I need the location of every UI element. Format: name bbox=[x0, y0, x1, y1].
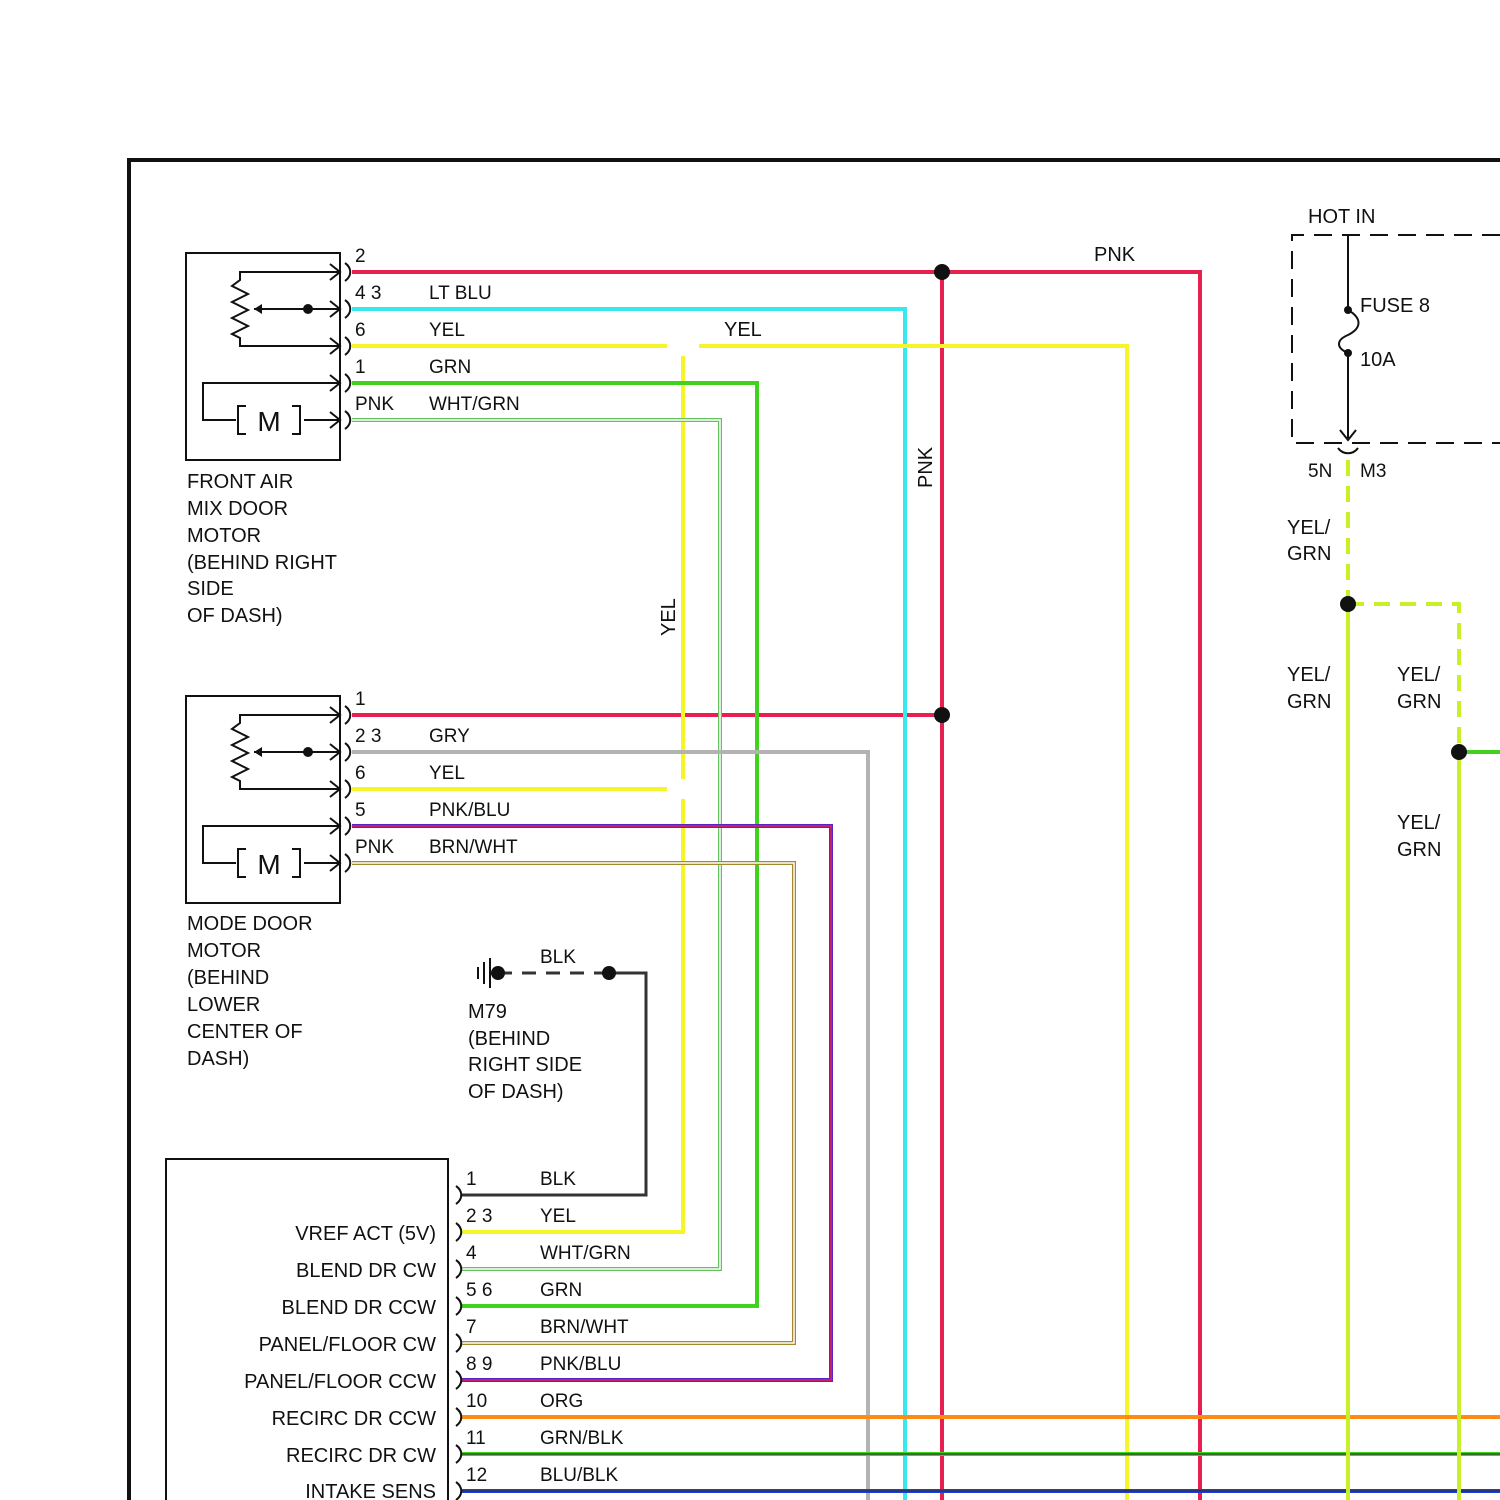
wire-label: BLK bbox=[540, 1169, 576, 1190]
fuse-block: HOT IN FUSE 8 10A 5N M3 bbox=[1292, 206, 1500, 482]
wire-label: BRN/WHT bbox=[540, 1317, 629, 1338]
front-motor-pin: 2 bbox=[355, 246, 366, 267]
ground-m79: BLK M79 (BEHIND RIGHT SIDE OF DASH) bbox=[468, 947, 588, 1103]
wire-label: BLK bbox=[540, 947, 576, 968]
mode-motor-pin: 6 bbox=[355, 763, 366, 784]
wire-label: YEL/ GRN bbox=[1397, 664, 1446, 713]
splice-dot-yel-grn-right bbox=[1451, 744, 1467, 760]
module-pin: 10 bbox=[466, 1391, 487, 1412]
module-pin: 12 bbox=[466, 1465, 487, 1486]
module-pin: 4 bbox=[466, 1243, 477, 1264]
connector-label-left: 5N bbox=[1308, 461, 1332, 482]
splice-dot-pnk-mode bbox=[934, 707, 950, 723]
front-motor-symbol: M bbox=[257, 406, 280, 437]
module-pin: 7 bbox=[466, 1317, 477, 1338]
front-motor-pin: PNK bbox=[355, 394, 394, 415]
wire-labels: PNK YEL PNK YEL YEL/ GRN YEL/ GRN YEL/ G… bbox=[658, 244, 1446, 861]
module-pin: 8 9 bbox=[466, 1354, 492, 1375]
wire-label: YEL bbox=[429, 763, 465, 784]
mode-motor-caption: MODE DOOR MOTOR (BEHIND LOWER CENTER OF … bbox=[187, 913, 318, 1070]
module-function-label: RECIRC DR CCW bbox=[272, 1408, 437, 1430]
mode-motor-pin: 2 3 bbox=[355, 726, 381, 747]
wire-label: GRN bbox=[540, 1280, 582, 1301]
wire-label: YEL bbox=[540, 1206, 576, 1227]
wire-pnk-front-motor bbox=[352, 272, 1200, 1500]
module-function-label: INTAKE SENS bbox=[305, 1481, 436, 1500]
wire-label: YEL/ GRN bbox=[1287, 664, 1336, 713]
fuse-block-outline bbox=[1292, 235, 1500, 443]
wire-label: YEL bbox=[429, 320, 465, 341]
front-motor-pin: 6 bbox=[355, 320, 366, 341]
mode-motor-pin: 1 bbox=[355, 689, 366, 710]
mode-motor-pin: PNK bbox=[355, 837, 394, 858]
splice-dot-yel-grn-left bbox=[1340, 596, 1356, 612]
module-function-label: BLEND DR CCW bbox=[282, 1297, 437, 1319]
wire-grn bbox=[352, 383, 757, 1306]
front-motor-caption: FRONT AIR MIX DOOR MOTOR (BEHIND RIGHT S… bbox=[187, 471, 342, 627]
wire-wht-grn-fill bbox=[352, 420, 720, 1269]
wire-label: ORG bbox=[540, 1391, 583, 1412]
control-module-connector-arrows bbox=[456, 1186, 461, 1500]
wire-label: WHT/GRN bbox=[540, 1243, 631, 1264]
wire-label: GRY bbox=[429, 726, 470, 747]
splice-dot-ground-right bbox=[602, 966, 616, 980]
front-motor-pin: 4 3 bbox=[355, 283, 381, 304]
module-pin: 11 bbox=[466, 1428, 486, 1449]
fuse-rating: 10A bbox=[1360, 349, 1396, 371]
fuse-block-title: HOT IN bbox=[1308, 206, 1375, 228]
ground-caption: M79 (BEHIND RIGHT SIDE OF DASH) bbox=[468, 1001, 588, 1103]
splice-dots bbox=[491, 264, 1467, 980]
control-module: VREF ACT (5V) BLEND DR CW BLEND DR CCW P… bbox=[166, 1159, 631, 1500]
fuse-label: FUSE 8 bbox=[1360, 295, 1430, 317]
wire-label: YEL bbox=[724, 319, 762, 341]
module-function-label: PANEL/FLOOR CW bbox=[259, 1334, 437, 1356]
wire-label: BLU/BLK bbox=[540, 1465, 618, 1486]
ground-icon bbox=[478, 958, 498, 988]
wire-label: LT BLU bbox=[429, 283, 492, 304]
front-motor-potentiometer-icon bbox=[232, 272, 340, 346]
wire-label: YEL/ GRN bbox=[1397, 812, 1446, 861]
front-air-mix-door-motor: M 2 4 3 6 1 PNK LT BLU YEL GRN WHT/GRN F… bbox=[186, 246, 520, 627]
wire-label: PNK bbox=[915, 446, 937, 488]
module-function-label: BLEND DR CW bbox=[296, 1260, 436, 1282]
mode-motor-symbol: M bbox=[257, 849, 280, 880]
wire-label: PNK bbox=[1094, 244, 1136, 266]
wire-label: GRN bbox=[429, 357, 471, 378]
mode-motor-potentiometer-icon bbox=[232, 715, 340, 789]
module-pin: 5 6 bbox=[466, 1280, 492, 1301]
wire-label: GRN/BLK bbox=[540, 1428, 624, 1449]
splice-dot-pnk-top bbox=[934, 264, 950, 280]
fuse-icon bbox=[1339, 235, 1359, 438]
wire-label: WHT/GRN bbox=[429, 394, 520, 415]
module-function-label: PANEL/FLOOR CCW bbox=[244, 1371, 436, 1393]
wire-label: PNK/BLU bbox=[429, 800, 510, 821]
mode-motor-pin: 5 bbox=[355, 800, 366, 821]
wire-label: PNK/BLU bbox=[540, 1354, 621, 1375]
module-function-label: RECIRC DR CW bbox=[286, 1445, 436, 1467]
wire-label: YEL/ GRN bbox=[1287, 517, 1336, 565]
wire-wht-grn-edge bbox=[352, 420, 720, 1269]
module-function-label: VREF ACT (5V) bbox=[295, 1223, 436, 1245]
module-pin: 2 3 bbox=[466, 1206, 492, 1227]
connector-label-right: M3 bbox=[1360, 461, 1386, 482]
wire-label: YEL bbox=[658, 598, 680, 636]
wire-label: BRN/WHT bbox=[429, 837, 518, 858]
module-pin: 1 bbox=[466, 1169, 477, 1190]
front-motor-pin: 1 bbox=[355, 357, 366, 378]
